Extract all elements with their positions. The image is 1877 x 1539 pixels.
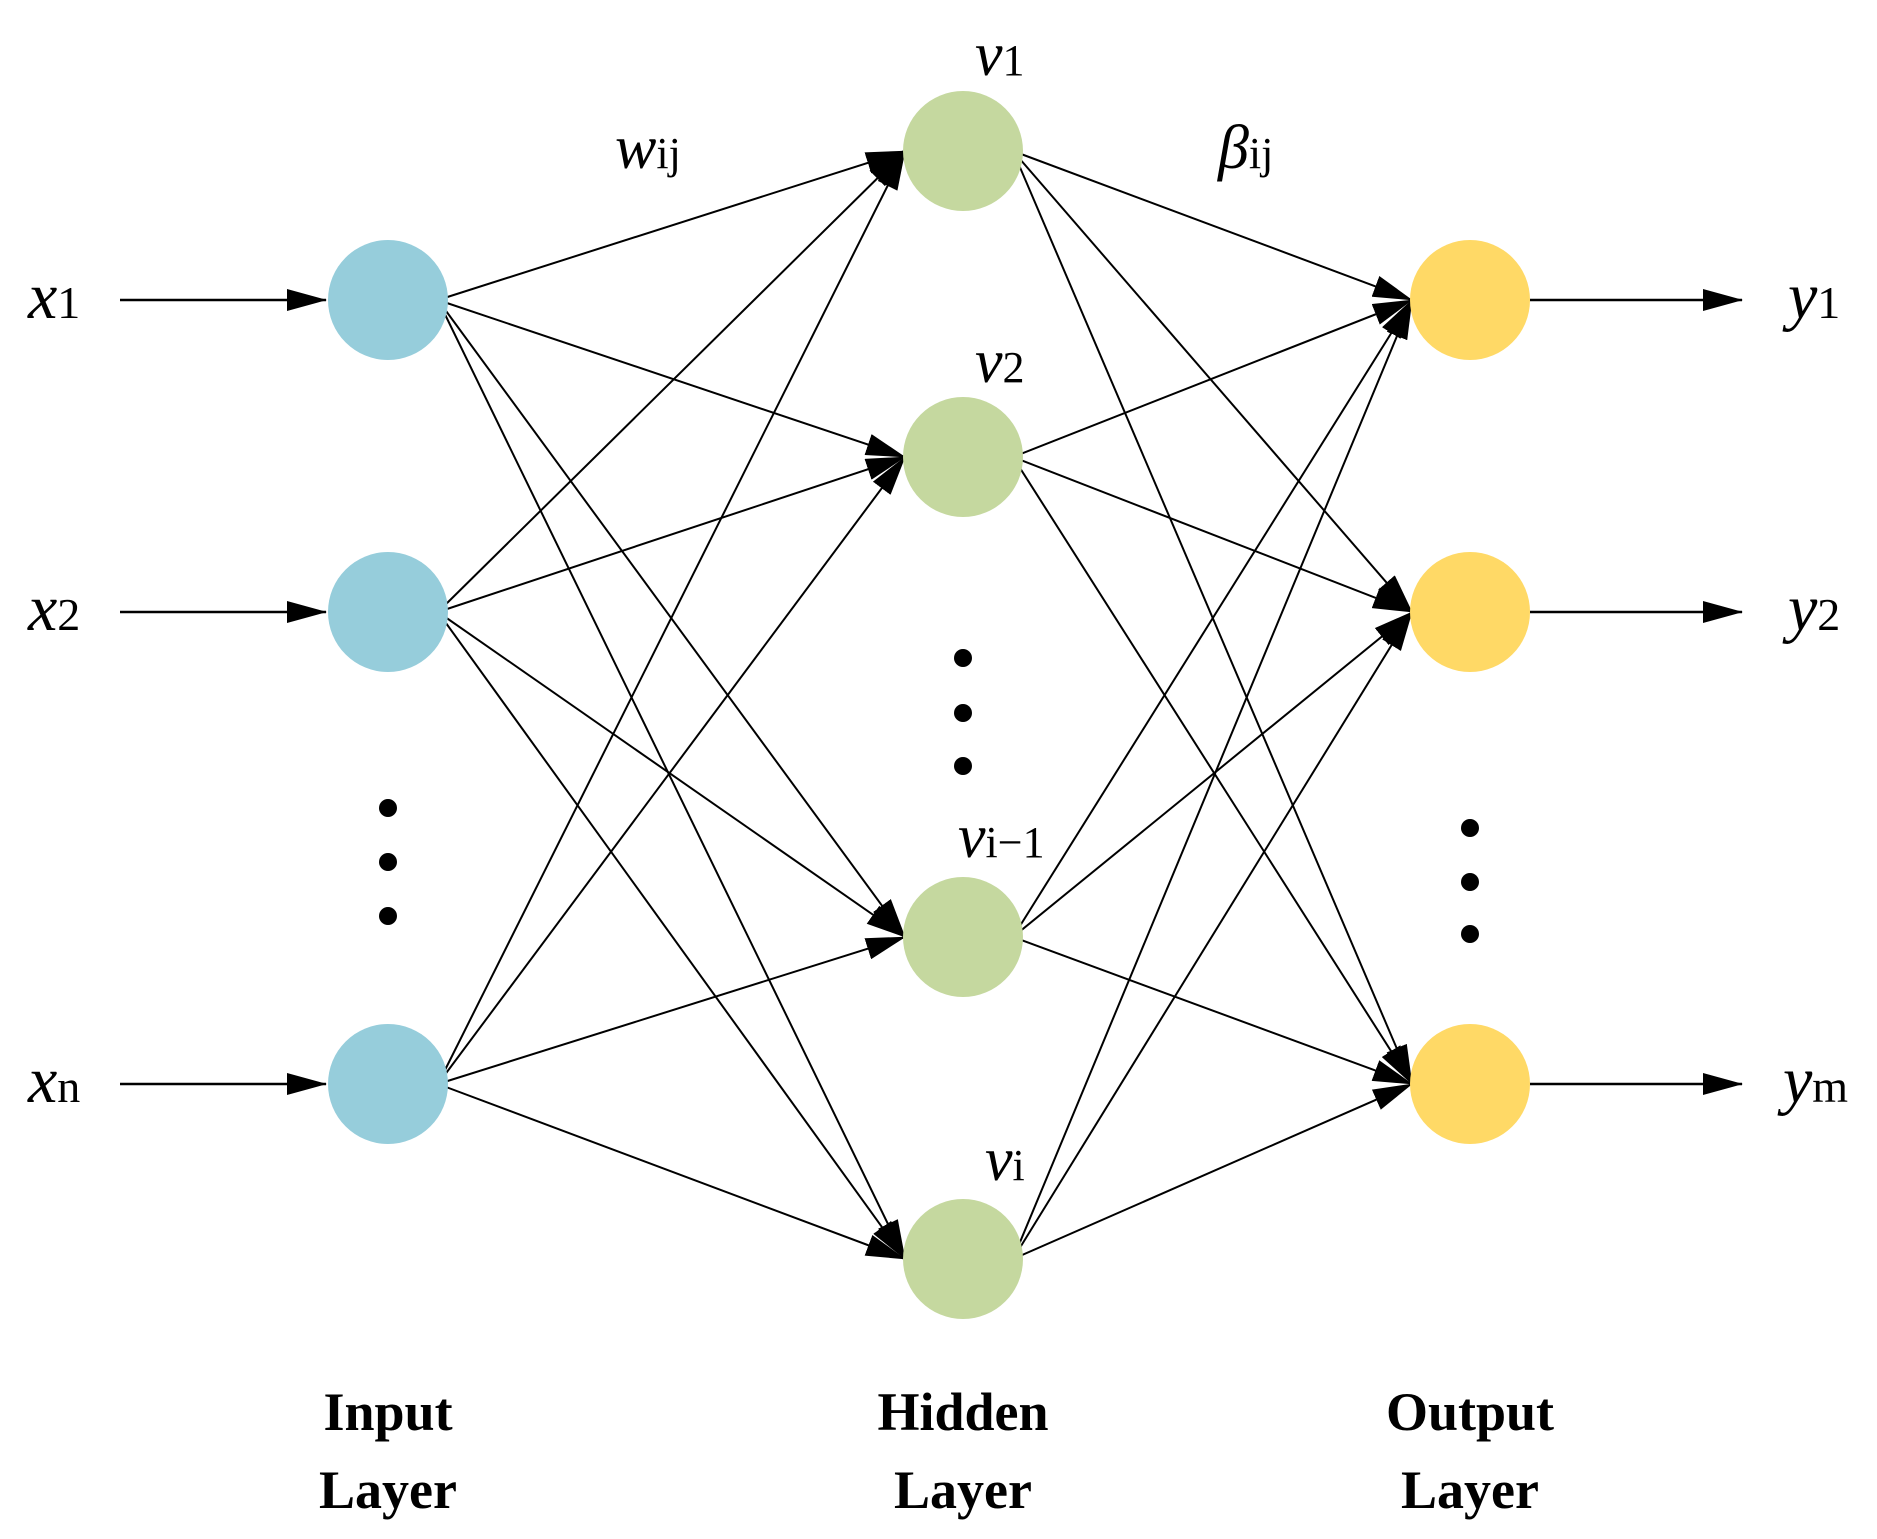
edge-input-1-hidden-2 [437, 611, 906, 938]
edge-input-1-hidden-3 [437, 611, 906, 1260]
nodes [328, 91, 1530, 1319]
hidden-label-vi: vi [985, 1126, 1025, 1194]
output-node-0 [1410, 240, 1530, 360]
edge-input-2-hidden-2 [437, 936, 906, 1085]
edge-hidden-1-output-1 [1012, 456, 1413, 613]
output-node-2 [1410, 1024, 1530, 1144]
hidden-label-v2: v2 [975, 328, 1025, 396]
hidden-label-vi-1: vi−1 [958, 803, 1045, 871]
edge-hidden-1-output-0 [1012, 299, 1413, 458]
input-node-2 [328, 1024, 448, 1144]
output-label-y1: y1 [1782, 260, 1840, 333]
input-layer-subtitle: Layer [319, 1460, 457, 1520]
weight-label-beta-ij: βij [1217, 114, 1273, 182]
edge-input-1-hidden-1 [437, 456, 906, 613]
hidden-node-2 [903, 877, 1023, 997]
input-label-xn: xn [27, 1044, 80, 1117]
edge-hidden-0-output-0 [1012, 150, 1413, 301]
hidden-layer-subtitle: Layer [894, 1460, 1032, 1520]
edge-hidden-3-output-2 [1012, 1083, 1413, 1260]
output-label-ym: ym [1777, 1044, 1848, 1117]
connections [437, 150, 1413, 1260]
input-layer-title: Input [323, 1382, 452, 1442]
output-node-1 [1410, 552, 1530, 672]
edge-input-2-hidden-3 [437, 1083, 906, 1260]
hidden-label-v1: v1 [975, 21, 1025, 89]
edge-hidden-2-output-0 [1012, 299, 1413, 938]
edge-hidden-3-output-0 [1012, 299, 1413, 1260]
hidden-ellipsis [954, 649, 972, 775]
input-node-1 [328, 552, 448, 672]
input-ellipsis [379, 799, 397, 925]
hidden-node-0 [903, 91, 1023, 211]
edge-input-2-hidden-0 [437, 150, 906, 1085]
edge-input-0-hidden-1 [437, 299, 906, 458]
output-layer-subtitle: Layer [1401, 1460, 1539, 1520]
output-label-y2: y2 [1782, 572, 1840, 645]
edge-hidden-0-output-1 [1012, 150, 1413, 613]
output-layer-title: Output [1386, 1382, 1554, 1442]
output-ellipsis [1461, 819, 1479, 943]
edge-input-2-hidden-1 [437, 456, 906, 1085]
edge-hidden-1-output-2 [1012, 456, 1413, 1085]
edge-input-0-hidden-0 [437, 150, 906, 301]
io-arrows [120, 289, 1743, 1095]
edge-hidden-2-output-2 [1012, 936, 1413, 1085]
edge-input-0-hidden-3 [437, 299, 906, 1260]
weight-label-wij: wij [615, 114, 681, 182]
input-label-x1: x1 [27, 260, 80, 333]
edge-hidden-3-output-1 [1012, 611, 1413, 1260]
edge-input-1-hidden-0 [437, 150, 906, 613]
edge-hidden-2-output-1 [1012, 611, 1413, 938]
hidden-node-1 [903, 397, 1023, 517]
hidden-layer-title: Hidden [877, 1382, 1048, 1442]
hidden-node-3 [903, 1199, 1023, 1319]
input-node-0 [328, 240, 448, 360]
input-label-x2: x2 [27, 572, 80, 645]
